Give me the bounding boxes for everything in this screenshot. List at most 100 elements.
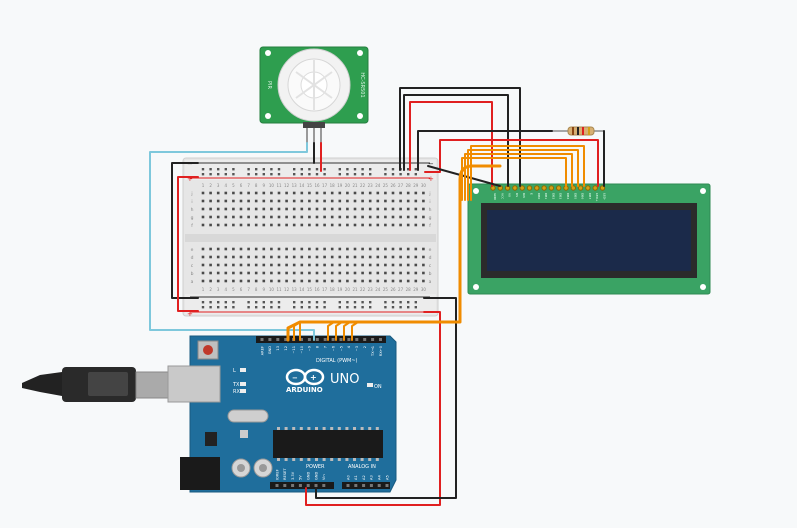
analog-pin[interactable] [354, 484, 358, 487]
rail-hole[interactable] [270, 168, 273, 171]
wire-lcd-ledminus[interactable] [417, 130, 553, 171]
rail-hole[interactable] [277, 306, 281, 309]
breadboard-hole[interactable] [254, 279, 258, 283]
breadboard-hole[interactable] [232, 215, 235, 219]
breadboard-hole[interactable] [338, 247, 342, 251]
breadboard-hole[interactable] [201, 279, 205, 283]
power-jack[interactable] [180, 457, 220, 490]
breadboard-hole[interactable] [323, 255, 326, 259]
breadboard-hole[interactable] [277, 207, 281, 211]
breadboard-hole[interactable] [368, 207, 372, 211]
breadboard-hole[interactable] [346, 247, 349, 251]
breadboard-hole[interactable] [330, 271, 334, 275]
breadboard-hole[interactable] [368, 215, 372, 219]
breadboard-hole[interactable] [406, 263, 410, 267]
breadboard-hole[interactable] [232, 271, 235, 275]
breadboard-hole[interactable] [376, 279, 380, 283]
breadboard-hole[interactable] [368, 247, 372, 251]
breadboard-hole[interactable] [308, 255, 311, 259]
breadboard-hole[interactable] [376, 215, 380, 219]
breadboard-hole[interactable] [414, 207, 418, 211]
rail-hole[interactable] [338, 173, 341, 176]
breadboard-hole[interactable] [292, 199, 296, 203]
rail-hole[interactable] [270, 301, 273, 304]
rail-hole[interactable] [293, 168, 296, 171]
rail-hole[interactable] [277, 168, 281, 171]
breadboard-hole[interactable] [353, 215, 357, 219]
breadboard-hole[interactable] [323, 191, 326, 195]
breadboard-hole[interactable] [247, 271, 250, 275]
rail-hole[interactable] [323, 173, 326, 176]
breadboard-hole[interactable] [315, 191, 319, 195]
rail-hole[interactable] [217, 301, 220, 304]
digital-header[interactable] [256, 336, 386, 343]
rail-hole[interactable] [300, 306, 303, 309]
breadboard-hole[interactable] [308, 223, 311, 227]
breadboard-hole[interactable] [254, 255, 258, 259]
breadboard-hole[interactable] [414, 191, 418, 195]
rail-hole[interactable] [217, 168, 220, 171]
breadboard-hole[interactable] [262, 255, 266, 259]
breadboard-hole[interactable] [346, 199, 349, 203]
breadboard-hole[interactable] [384, 223, 387, 227]
breadboard-hole[interactable] [277, 271, 281, 275]
digital-pin[interactable] [284, 338, 288, 341]
digital-pin[interactable] [268, 338, 272, 341]
breadboard-hole[interactable] [216, 207, 220, 211]
breadboard-hole[interactable] [232, 223, 235, 227]
breadboard-hole[interactable] [285, 215, 288, 219]
rail-hole[interactable] [201, 173, 205, 176]
breadboard-hole[interactable] [414, 255, 418, 259]
breadboard-hole[interactable] [300, 255, 304, 259]
breadboard-holes[interactable] [201, 168, 425, 309]
rail-hole[interactable] [346, 168, 349, 171]
digital-pin[interactable] [276, 338, 280, 341]
breadboard-hole[interactable] [376, 191, 380, 195]
breadboard-hole[interactable] [353, 279, 357, 283]
breadboard-hole[interactable] [414, 263, 418, 267]
breadboard-hole[interactable] [406, 223, 410, 227]
breadboard-hole[interactable] [201, 271, 205, 275]
analog-header[interactable] [342, 482, 390, 489]
rail-hole[interactable] [201, 168, 205, 171]
breadboard-hole[interactable] [300, 199, 304, 203]
digital-pin[interactable] [307, 338, 311, 341]
breadboard-hole[interactable] [254, 247, 258, 251]
breadboard-hole[interactable] [277, 191, 281, 195]
rail-hole[interactable] [315, 306, 319, 309]
rail-hole[interactable] [224, 173, 227, 176]
rail-hole[interactable] [300, 173, 303, 176]
breadboard-hole[interactable] [285, 199, 288, 203]
breadboard-hole[interactable] [201, 223, 205, 227]
breadboard-hole[interactable] [330, 263, 334, 267]
breadboard-hole[interactable] [406, 255, 410, 259]
rail-hole[interactable] [338, 301, 341, 304]
breadboard-hole[interactable] [216, 263, 220, 267]
rail-hole[interactable] [391, 173, 395, 176]
wire-arduino-d3[interactable] [343, 321, 351, 341]
breadboard-hole[interactable] [368, 223, 372, 227]
wire-arduino-d4[interactable] [335, 321, 343, 341]
power-pin[interactable] [298, 484, 302, 487]
breadboard-hole[interactable] [315, 271, 319, 275]
lcd-pin[interactable] [526, 185, 533, 191]
breadboard-hole[interactable] [224, 207, 228, 211]
breadboard-hole[interactable] [224, 223, 228, 227]
breadboard-hole[interactable] [254, 263, 258, 267]
breadboard-hole[interactable] [239, 207, 243, 211]
breadboard-hole[interactable] [277, 263, 281, 267]
breadboard-hole[interactable] [414, 247, 418, 251]
breadboard-hole[interactable] [323, 199, 326, 203]
rail-hole[interactable] [384, 173, 387, 176]
breadboard-hole[interactable] [315, 207, 319, 211]
pir-sensor[interactable]: PIR HC-SR501 [259, 46, 369, 143]
breadboard-hole[interactable] [270, 271, 273, 275]
wire-arduino-d5[interactable] [327, 321, 335, 341]
power-pin[interactable] [314, 484, 318, 487]
rail-hole[interactable] [361, 306, 364, 309]
breadboard-hole[interactable] [406, 279, 410, 283]
breadboard-hole[interactable] [254, 271, 258, 275]
breadboard-hole[interactable] [232, 199, 235, 203]
rail-hole[interactable] [391, 301, 395, 304]
breadboard-hole[interactable] [262, 215, 266, 219]
